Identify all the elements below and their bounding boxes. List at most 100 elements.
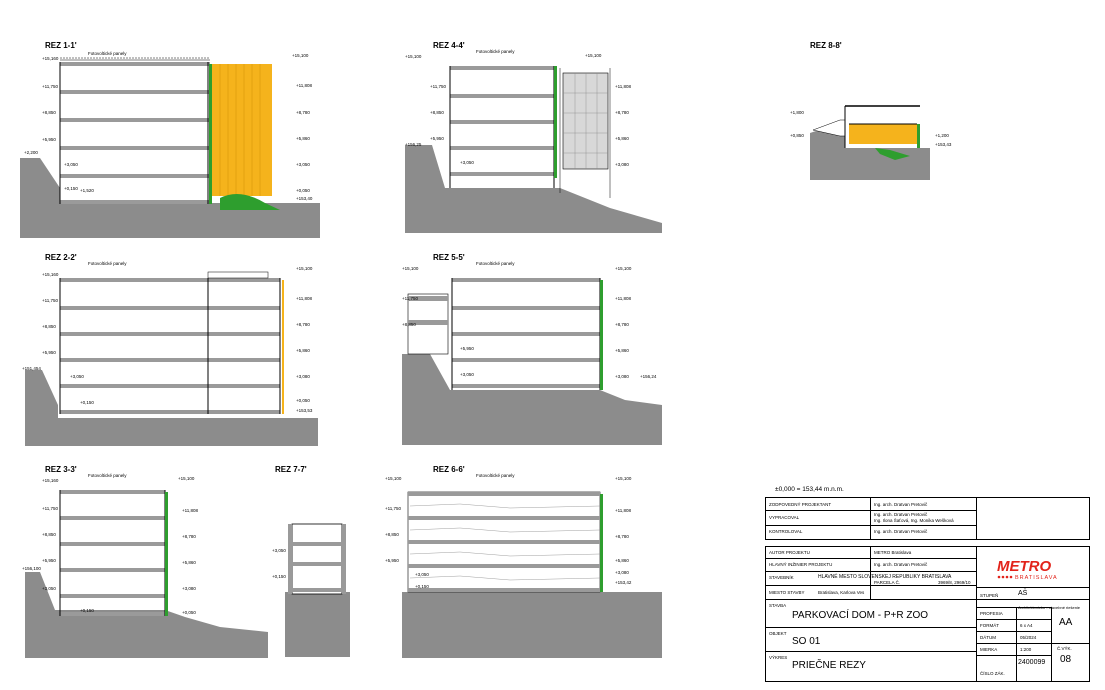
label-format: FORMÁT bbox=[980, 623, 999, 628]
value-format: 6 x A4 bbox=[1020, 623, 1033, 628]
value-mierka: 1:200 bbox=[1020, 647, 1032, 652]
value-stavebnik: HLAVNÉ MESTO SLOVENSKEJ REPUBLIKY BRATIS… bbox=[818, 574, 952, 580]
section-drawing bbox=[405, 66, 662, 233]
section-title: REZ 3-3' bbox=[45, 465, 77, 474]
value-miesto-stavby: Bratislava, Karlova Ves bbox=[818, 590, 865, 595]
level-label: +15,100 bbox=[585, 53, 602, 58]
level-label: +156,24 bbox=[640, 374, 657, 379]
level-label: +5,950 bbox=[42, 558, 56, 563]
level-label: +11,808 bbox=[615, 508, 632, 513]
level-label: +3,050 bbox=[460, 372, 474, 377]
level-label: +15,160 bbox=[42, 478, 59, 483]
label-vypracoval: VYPRACOVAL bbox=[769, 515, 800, 520]
label-stavebnik: STAVEBNÍK bbox=[769, 575, 794, 580]
logo-sub: BRATISLAVA bbox=[1015, 575, 1058, 581]
label-cislo-zak: ČÍSLO ZÁK. bbox=[980, 671, 1005, 676]
level-label: +8,780 bbox=[296, 322, 310, 327]
value-datum: 05/2024 bbox=[1020, 635, 1037, 640]
section-rez-2-2: REZ 2-2' Fotovoltické panely +15,160 +11… bbox=[20, 250, 320, 450]
level-label: +153,40 bbox=[296, 196, 313, 201]
value-stupen: AŠ bbox=[1018, 590, 1028, 597]
level-label: +5,950 bbox=[460, 346, 474, 351]
level-label: +15,100 bbox=[296, 266, 313, 271]
label-autor-projektu: AUTOR PROJEKTU bbox=[769, 550, 810, 555]
level-label: +15,100 bbox=[292, 53, 309, 58]
level-label: +15,160 bbox=[42, 56, 59, 61]
label-kontroloval: KONTROLOVAL bbox=[769, 529, 803, 534]
level-label: +11,750 bbox=[42, 298, 59, 303]
section-title: REZ 1-1' bbox=[45, 41, 77, 50]
level-label: +8,780 bbox=[182, 534, 196, 539]
level-label: +11,750 bbox=[42, 84, 59, 89]
value-vykres: PRIEČNE REZY bbox=[792, 660, 866, 671]
label-zodpovedny-projektant: ZODPOVEDNÝ PROJEKTANT bbox=[769, 502, 832, 507]
pv-label: Fotovoltické panely bbox=[88, 261, 127, 266]
level-label: +3,080 bbox=[615, 374, 629, 379]
level-label: +0,150 bbox=[272, 574, 286, 579]
level-label: +5,950 bbox=[385, 558, 399, 563]
label-mierka: MIERKA bbox=[980, 647, 998, 652]
value-cvyk: 08 bbox=[1060, 654, 1072, 665]
label-cvyk: Č.VÝK. bbox=[1057, 646, 1072, 651]
level-label: +3,050 bbox=[42, 586, 56, 591]
section-drawing bbox=[20, 57, 320, 238]
level-label: +5,860 bbox=[296, 348, 310, 353]
value-vypracoval-1: Ing. arch. Dratvan Pretovič bbox=[874, 512, 928, 517]
label-datum: DÁTUM bbox=[980, 635, 996, 640]
level-label: +153,43 bbox=[935, 142, 952, 147]
value-parcela: 3969/8, 2969/10 bbox=[938, 580, 971, 585]
level-label: +11,750 bbox=[430, 84, 447, 89]
label-miesto-stavby: MIESTO STAVBY bbox=[769, 590, 805, 595]
level-label: +15,100 bbox=[402, 266, 419, 271]
section-drawing bbox=[285, 523, 350, 657]
level-label: +3,080 bbox=[182, 586, 196, 591]
level-label: +8,850 bbox=[385, 532, 399, 537]
level-label: +5,950 bbox=[42, 350, 56, 355]
level-label: +5,860 bbox=[296, 136, 310, 141]
section-rez-7-7: REZ 7-7' +3,050 +0,150 bbox=[270, 462, 370, 662]
pv-label: Fotovoltické panely bbox=[476, 49, 515, 54]
label-vykres: VÝKRES bbox=[769, 655, 788, 660]
level-label: +153,53 bbox=[296, 408, 313, 413]
datum-note: ±0,000 = 153,44 m.n.m. bbox=[775, 486, 844, 493]
level-label: +1,520 bbox=[80, 188, 94, 193]
level-label: +5,950 bbox=[42, 137, 56, 142]
level-label: +15,100 bbox=[405, 54, 422, 59]
value-profesia: Architektonicko - stavebné riešenie bbox=[1018, 605, 1081, 610]
section-title: REZ 6-6' bbox=[433, 465, 465, 474]
label-objekt: OBJEKT bbox=[769, 631, 787, 636]
level-label: +8,850 bbox=[402, 322, 416, 327]
level-label: +8,780 bbox=[615, 534, 629, 539]
level-label: +1,200 bbox=[935, 133, 949, 138]
level-label: +8,850 bbox=[42, 110, 56, 115]
level-label: +3,080 bbox=[615, 570, 629, 575]
level-label: +3,050 bbox=[460, 160, 474, 165]
level-label: +3,050 bbox=[272, 548, 286, 553]
level-label: +5,950 bbox=[430, 136, 444, 141]
value-stavba: PARKOVACÍ DOM - P+R ZOO bbox=[792, 610, 929, 621]
level-label: +156,100 bbox=[22, 566, 41, 571]
value-hlavny-inzinier: Ing. arch. Dratvan Pretovič bbox=[874, 562, 928, 567]
level-label: +0,150 bbox=[415, 584, 429, 589]
level-label: +15,100 bbox=[615, 266, 632, 271]
level-label: +5,860 bbox=[182, 560, 196, 565]
level-label: +11,750 bbox=[402, 296, 419, 301]
label-stavba: STAVBA bbox=[769, 603, 787, 608]
section-drawing bbox=[25, 490, 268, 658]
section-title: REZ 4-4' bbox=[433, 41, 465, 50]
value-autor-projektu: METRO Bratislava bbox=[874, 550, 912, 555]
level-label: +8,850 bbox=[42, 324, 56, 329]
level-label: +0,050 bbox=[296, 398, 310, 403]
label-stupen: STUPEŇ bbox=[980, 593, 999, 598]
value-zodpovedny-projektant: Ing. arch. Dratvan Pretovič bbox=[874, 502, 928, 507]
pv-label: Fotovoltické panely bbox=[476, 473, 515, 478]
level-label: +0,850 bbox=[790, 133, 804, 138]
level-label: +3,080 bbox=[615, 162, 629, 167]
title-block: AUTOR PROJEKTU METRO Bratislava HLAVNÝ I… bbox=[765, 546, 1090, 682]
section-rez-4-4: REZ 4-4' Fotovoltické panely +15,100 +11… bbox=[400, 38, 665, 238]
section-title: REZ 8-8' bbox=[810, 41, 842, 50]
level-label: +11,750 bbox=[385, 506, 402, 511]
level-label: +11,808 bbox=[615, 296, 632, 301]
level-label: +3,050 bbox=[296, 162, 310, 167]
level-label: +0,150 bbox=[64, 186, 78, 191]
